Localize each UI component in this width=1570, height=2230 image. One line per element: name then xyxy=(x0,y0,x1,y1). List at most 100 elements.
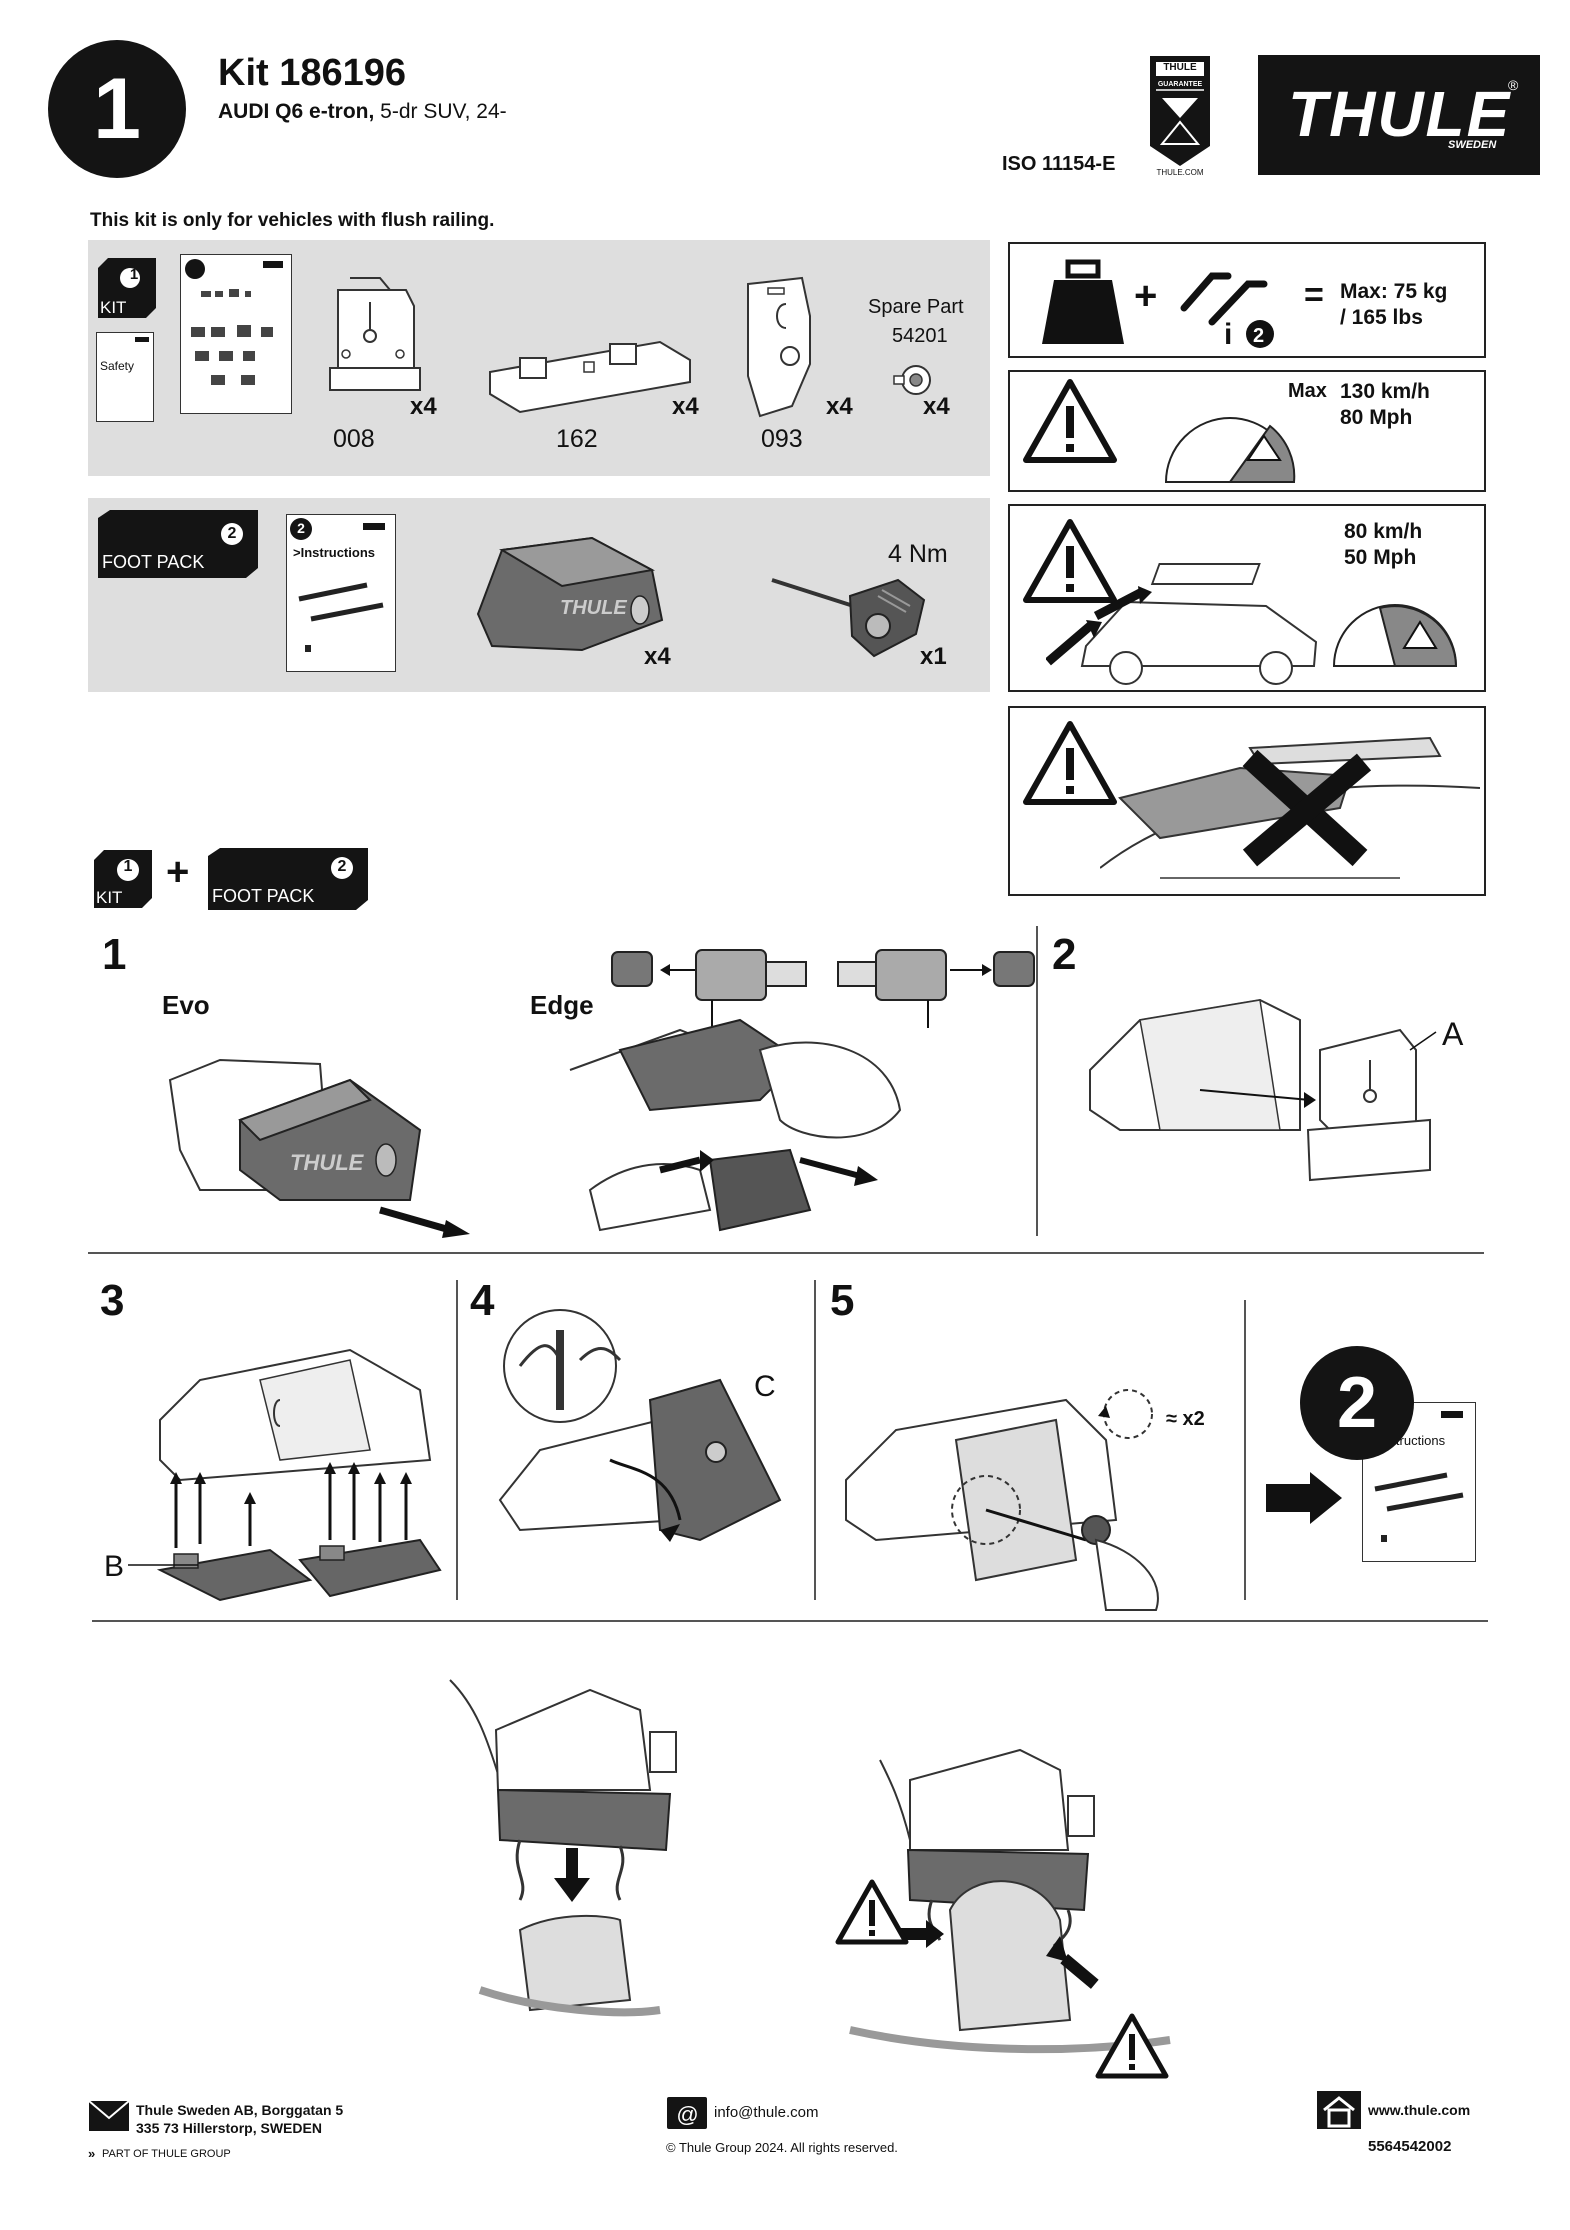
load-capacity-box: + i 2 = Max: 75 kg / 165 lbs xyxy=(1008,242,1486,358)
foot-pack-box-icon xyxy=(96,508,260,580)
footer-part-of: PART OF THULE GROUP xyxy=(102,2148,231,2160)
flush-railing-notice: This kit is only for vehicles with flush… xyxy=(90,210,495,231)
label-a: A xyxy=(1442,1016,1464,1052)
part-162-code: 162 xyxy=(556,425,598,453)
foot-unit-icon: THULE xyxy=(462,530,672,660)
max-speed-box: Max 130 km/h 80 Mph xyxy=(1008,370,1486,492)
combo-foot-label: FOOT PACK xyxy=(212,886,315,906)
guarantee-bottom: THULE.COM xyxy=(1156,168,1204,177)
guarantee-top: THULE xyxy=(1163,62,1197,73)
footer-web[interactable]: www.thule.com xyxy=(1368,2102,1471,2118)
part-162-pad-icon xyxy=(480,332,700,422)
vehicle-type: 5-dr SUV, 24- xyxy=(374,100,507,123)
foot-qty: x4 xyxy=(644,643,671,670)
footer-doc-number: 5564542002 xyxy=(1368,2138,1452,2155)
part-008-qty: x4 xyxy=(410,393,437,420)
warning-icon xyxy=(1023,379,1117,463)
combo-foot-num: 2 xyxy=(337,858,347,875)
warning-icon xyxy=(835,1879,909,1945)
wind-speed-kmh: 80 km/h xyxy=(1344,520,1423,543)
label-b: B xyxy=(104,1550,125,1583)
kit-box-label: KIT xyxy=(100,298,127,317)
iso-standard: ISO 11154-E xyxy=(1002,153,1116,175)
evo-foot-removal-illustration: THULE xyxy=(168,1058,470,1238)
step-2-number: 2 xyxy=(1052,930,1077,979)
knob-tightening-illustration xyxy=(845,1389,1159,1611)
step-4-number: 4 xyxy=(470,1276,495,1325)
spare-knob-icon xyxy=(892,360,938,400)
edge-end-cap-diagram xyxy=(611,949,1035,1028)
kit-instructions-leaflet xyxy=(180,254,292,414)
foot-pack-box-num: 2 xyxy=(227,525,237,542)
svg-text:THULE: THULE xyxy=(290,1150,365,1175)
home-icon xyxy=(1317,2091,1361,2129)
part-093-holder-icon xyxy=(730,276,820,424)
evo-label: Evo xyxy=(162,990,210,1020)
kit-box-num: 1 xyxy=(129,266,139,283)
vehicle-model: AUDI Q6 e-tron, xyxy=(218,100,375,123)
svg-text:@: @ xyxy=(676,2102,698,2127)
spare-part-label: Spare Part xyxy=(868,296,964,318)
label-b-leader xyxy=(128,1564,198,1566)
weight-icon xyxy=(1042,259,1124,344)
email-icon: @ xyxy=(667,2097,707,2129)
step-5-number: 5 xyxy=(830,1276,855,1325)
combo-kit-label: KIT xyxy=(96,888,123,907)
warning-icon xyxy=(1023,721,1117,805)
footer-chevron-icon: » xyxy=(88,2146,96,2161)
step-circle: 1 xyxy=(48,40,186,178)
pad-attachment-illustration xyxy=(156,1348,442,1602)
combo-kit-num: 1 xyxy=(123,858,133,875)
next-step-number: 2 xyxy=(1336,1363,1378,1443)
roof-no-mount-icon xyxy=(1100,736,1480,879)
spare-part-code: 54201 xyxy=(892,325,948,347)
section-divider-2 xyxy=(92,1620,1488,1622)
combo-kit-icon xyxy=(92,848,154,910)
step-divider-5-next xyxy=(1244,1300,1246,1600)
part-162-qty: x4 xyxy=(672,393,699,420)
guarantee-mid: GUARANTEE xyxy=(1157,81,1203,88)
wind-speed-mph: 50 Mph xyxy=(1344,546,1417,569)
footer-email[interactable]: info@thule.com xyxy=(714,2104,819,2121)
svg-text:2: 2 xyxy=(1253,325,1264,347)
kit-title: Kit 186196 xyxy=(218,52,407,94)
mail-icon xyxy=(88,2100,130,2131)
spare-qty: x4 xyxy=(923,393,950,420)
no-sunroof-box xyxy=(1008,706,1486,896)
step-divider-3-4 xyxy=(456,1280,458,1600)
step-number: 1 xyxy=(93,61,141,157)
logo-reg: ® xyxy=(1508,77,1519,93)
svg-text:THULE: THULE xyxy=(560,597,627,619)
part-008-bracket-icon xyxy=(310,272,430,402)
speedometer-icon xyxy=(1332,604,1458,667)
part-008-code: 008 xyxy=(333,425,375,453)
vehicle-line: AUDI Q6 e-tron, 5-dr SUV, 24- xyxy=(218,100,507,124)
car-load-wind-icon xyxy=(1046,563,1318,685)
foot-placement-illustration xyxy=(449,1679,677,2017)
footer-address-1: Thule Sweden AB, Borggatan 5 xyxy=(136,2102,344,2118)
step-divider-4-5 xyxy=(814,1280,816,1600)
torque-tool-icon xyxy=(770,566,930,666)
torque-label: 4 Nm xyxy=(888,540,948,568)
warning-icon xyxy=(1095,2013,1169,2079)
next-step-circle: 2 xyxy=(1300,1346,1414,1460)
combo-foot-pack-icon xyxy=(206,846,370,912)
max-speed-kmh: 130 km/h xyxy=(1340,380,1430,403)
part-093-qty: x4 xyxy=(826,393,853,420)
kit-box-icon xyxy=(96,256,158,320)
safety-label: Safety xyxy=(100,359,135,373)
safety-leaflet: Safety xyxy=(96,332,154,422)
max-speed-label: Max xyxy=(1288,380,1327,402)
footer-address-2: 335 73 Hillerstorp, SWEDEN xyxy=(136,2120,322,2136)
thule-logo: THULE SWEDEN ® xyxy=(1258,55,1540,175)
step-3-number: 3 xyxy=(100,1276,125,1325)
turn-count: ≈ x2 xyxy=(1166,1408,1205,1430)
speedometer-icon xyxy=(1164,417,1296,483)
svg-text:i: i xyxy=(1224,318,1232,348)
load-max-kg: Max: 75 kg xyxy=(1340,280,1448,303)
edge-foot-removal-illustration xyxy=(569,1018,902,1232)
foot-pack-box-label: FOOT PACK xyxy=(102,552,205,572)
logo-sub: SWEDEN xyxy=(1448,139,1497,151)
next-arrow-icon xyxy=(1266,1472,1342,1524)
combo-plus: + xyxy=(166,850,190,894)
